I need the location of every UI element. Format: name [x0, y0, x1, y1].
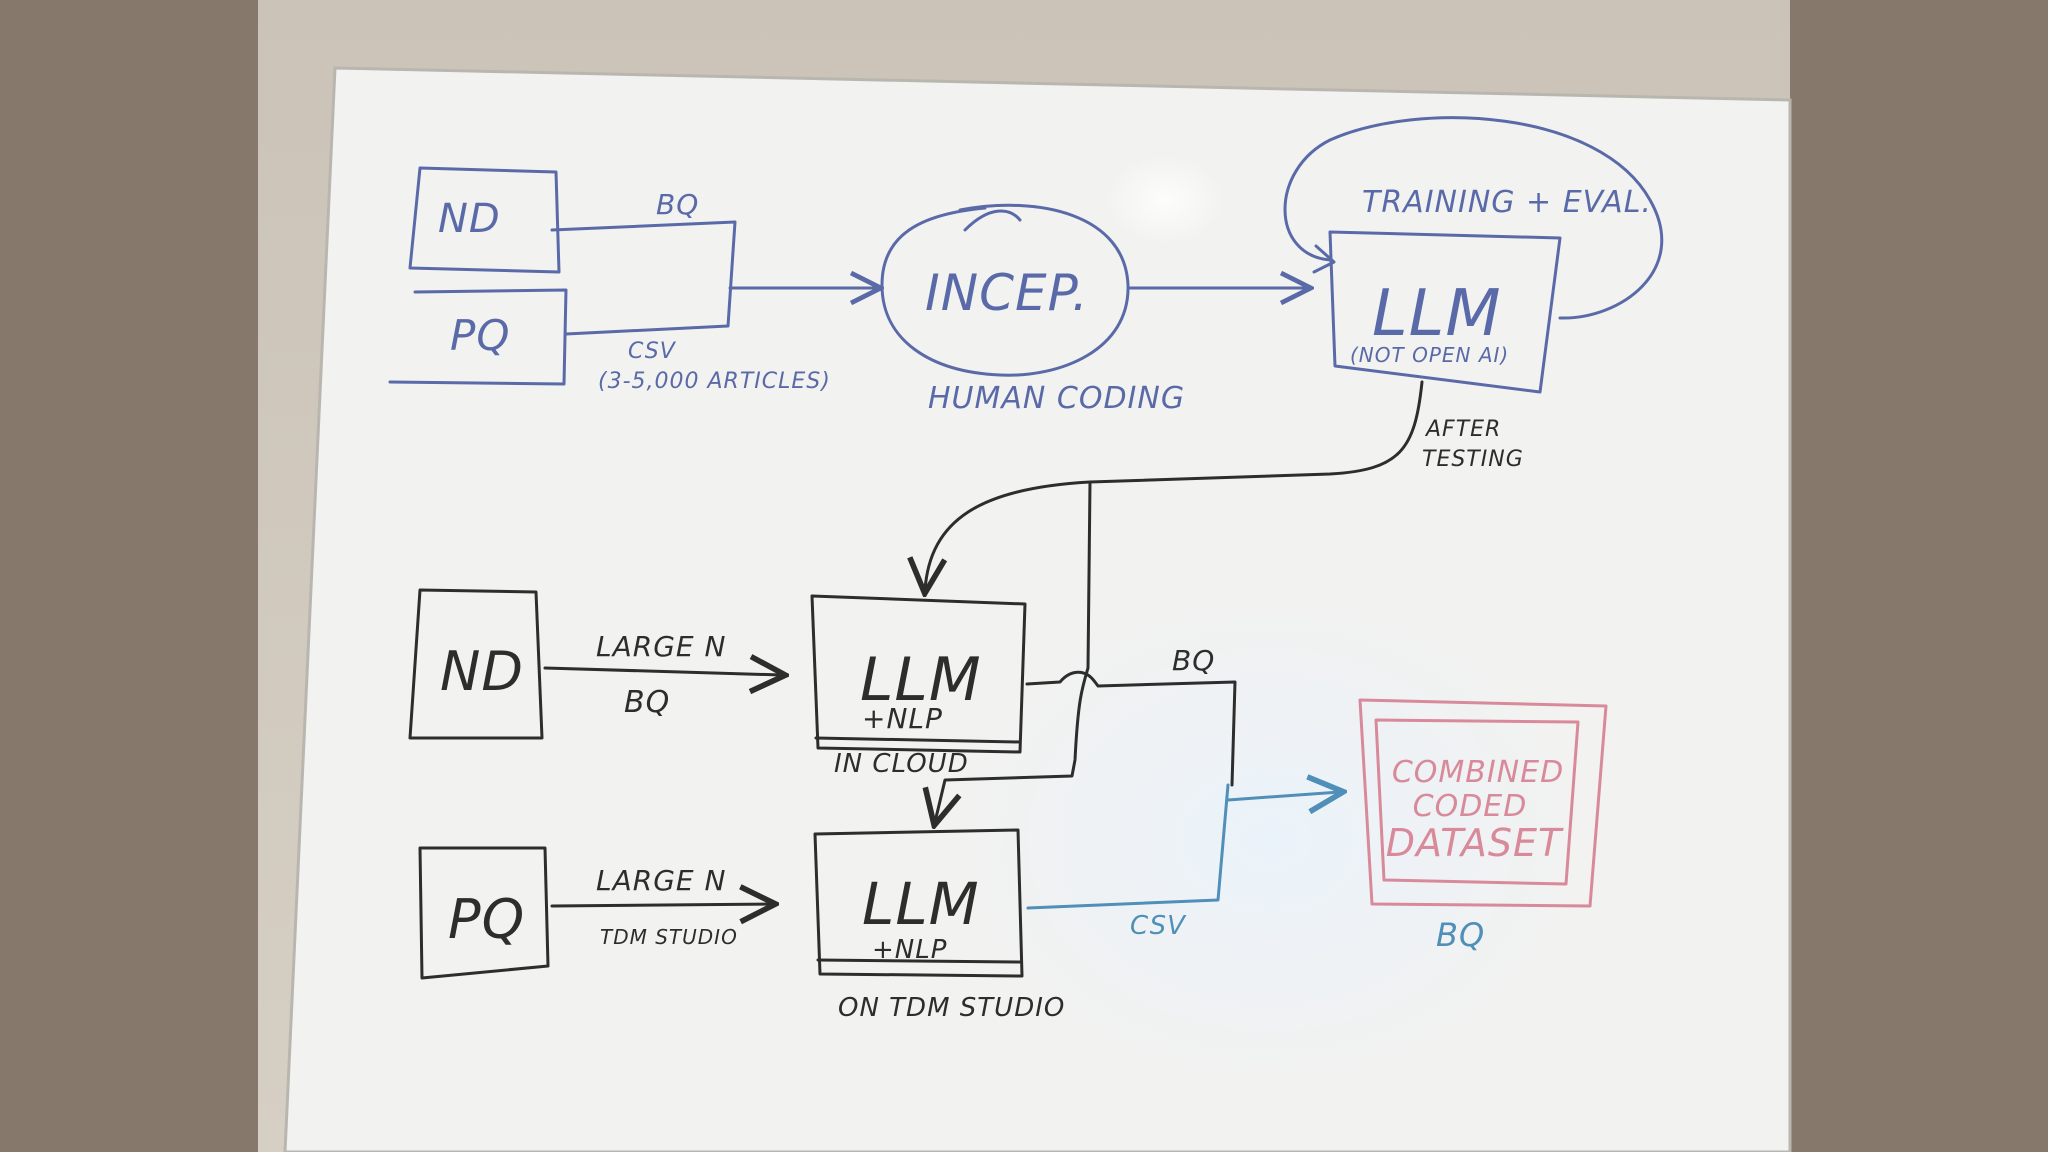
- inception-label: INCEP.: [925, 264, 1089, 322]
- pq-output: [1026, 783, 1340, 910]
- vertical-drop-line: [935, 480, 1092, 822]
- result-caption: BQ: [1436, 916, 1485, 954]
- nd-llm-label: LLM: [860, 645, 982, 715]
- top-csv-label: CSV: [628, 339, 677, 364]
- top-llm-label: LLM: [1372, 277, 1502, 351]
- deploy-connector: [925, 380, 1424, 822]
- top-llm-note: (NOT OPEN AI): [1350, 343, 1509, 367]
- testing-label: TESTING: [1422, 447, 1524, 472]
- pq-llm-sub: +NLP: [872, 935, 947, 965]
- pq-edge-label-1: LARGE N: [596, 864, 726, 897]
- nd-row: [408, 588, 1237, 787]
- pq-source-box-top: [388, 288, 568, 386]
- llm-box-top: [1328, 230, 1562, 394]
- top-row: [388, 116, 1664, 394]
- window-reflection: [940, 580, 1600, 1100]
- pq-llm-label: LLM: [862, 870, 980, 938]
- merge-arrow: [1226, 792, 1340, 800]
- pq-llm-box: [813, 828, 1024, 978]
- training-loop-arrow: [1312, 244, 1336, 274]
- pq-edge-label-2: TDM STUDIO: [600, 925, 738, 949]
- inception-caption: HUMAN CODING: [928, 381, 1185, 416]
- nd-caption: IN CLOUD: [834, 749, 969, 779]
- top-bq-label: BQ: [656, 188, 699, 221]
- nd-source-label: ND: [440, 640, 524, 703]
- nd-output-label: BQ: [1172, 644, 1215, 677]
- nd-source-box: [408, 588, 544, 740]
- pq-output-label: CSV: [1130, 911, 1187, 941]
- nd-llm-sub: +NLP: [862, 702, 943, 735]
- nd-arrow: [543, 668, 782, 675]
- after-label: AFTER: [1424, 417, 1501, 442]
- pq-arrow: [550, 904, 772, 906]
- inception-loop-stroke: [963, 209, 1022, 232]
- pq-row: [418, 828, 1024, 980]
- pq-llm-underline: [816, 958, 1022, 964]
- training-loop-label: TRAINING + EVAL.: [1362, 185, 1652, 220]
- glare-spot: [1105, 155, 1225, 245]
- pq-caption: ON TDM STUDIO: [838, 993, 1065, 1023]
- merge-bracket: [550, 220, 737, 336]
- inception-circle: [880, 203, 1130, 377]
- result-line-1: COMBINED: [1392, 755, 1564, 790]
- pq-output-line: [1026, 783, 1230, 910]
- result-box: [1358, 698, 1608, 908]
- nd-llm-underline: [814, 736, 1022, 744]
- result-inner-frame: [1374, 718, 1580, 886]
- nd-edge-label-2: BQ: [624, 685, 670, 720]
- training-loop: [1283, 116, 1664, 320]
- top-nd-label: ND: [438, 196, 501, 242]
- nd-source-box-top: [408, 166, 561, 274]
- result-outer-frame: [1358, 698, 1608, 908]
- top-pq-label: PQ: [450, 311, 510, 360]
- result-line-3: DATASET: [1386, 821, 1564, 865]
- top-csv-note: (3-5,000 ARTICLES): [598, 369, 831, 394]
- result-line-2: CODED: [1413, 789, 1528, 824]
- nd-edge-label-1: LARGE N: [596, 630, 726, 663]
- nd-llm-box: [810, 594, 1027, 754]
- pq-source-box: [418, 846, 550, 980]
- pq-source-label: PQ: [448, 888, 525, 951]
- nd-output-line: [1025, 670, 1237, 787]
